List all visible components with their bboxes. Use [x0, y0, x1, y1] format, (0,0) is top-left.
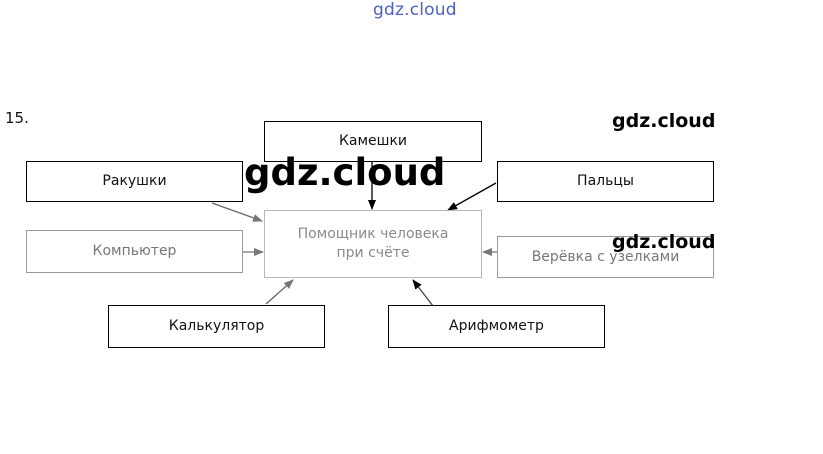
center-node: Помощник человека при счёте — [264, 210, 482, 278]
center-line-1: Помощник человека — [297, 226, 449, 243]
node-kompyuter: Компьютер — [26, 230, 243, 273]
node-rakushki: Ракушки — [26, 161, 243, 202]
node-arifmometr: Арифмометр — [388, 305, 605, 348]
center-line-2: при счёте — [336, 245, 410, 261]
node-verevka: Верёвка с узелками — [497, 236, 714, 278]
node-paltsy: Пальцы — [497, 161, 714, 202]
arrow-kalkulyator — [265, 279, 294, 305]
node-kameshki: Камешки — [264, 121, 482, 162]
arrow-arifmometr — [412, 279, 434, 307]
watermark-right-2: gdz.cloud — [612, 231, 716, 253]
task-number: 15. — [5, 109, 29, 127]
node-kalkulyator: Калькулятор — [108, 305, 325, 348]
watermark-top: gdz.cloud — [373, 0, 457, 20]
watermark-right-1: gdz.cloud — [612, 110, 716, 132]
watermark-large: gdz.cloud — [244, 151, 446, 194]
arrow-paltsy — [447, 182, 497, 211]
arrow-rakushki — [211, 202, 263, 222]
